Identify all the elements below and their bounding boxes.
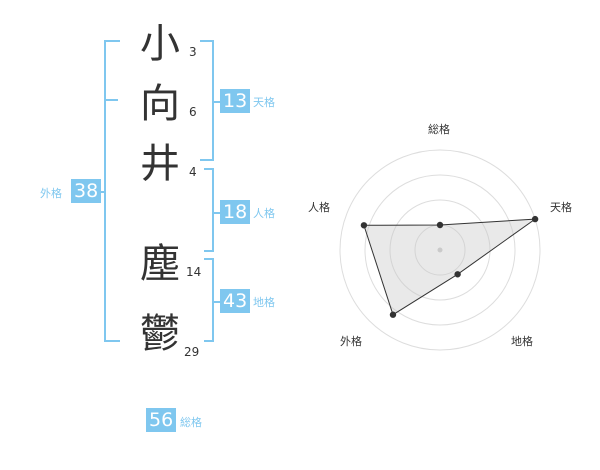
bracket-divider bbox=[214, 101, 220, 103]
gaikaku-badge: 38 bbox=[71, 179, 102, 203]
soukaku-label: 総格 bbox=[180, 416, 202, 429]
bracket-divider bbox=[214, 212, 220, 214]
radar-ring bbox=[364, 174, 516, 326]
chikaku-badge: 43 bbox=[220, 289, 251, 313]
radar-axis-label-soukaku: 総格 bbox=[428, 123, 450, 136]
radar-point-2 bbox=[454, 271, 461, 278]
stroke-count-4: 14 bbox=[186, 265, 202, 279]
stroke-count-2: 6 bbox=[189, 105, 197, 119]
radar-point-1 bbox=[531, 215, 539, 223]
bracket-divider bbox=[214, 301, 220, 303]
gaikaku-bracket bbox=[104, 40, 120, 342]
name-char-3: 井 bbox=[140, 141, 180, 187]
radar-points bbox=[360, 215, 539, 318]
jinkaku-bracket bbox=[204, 168, 214, 252]
radar-axis-label-chikaku: 地格 bbox=[511, 335, 533, 348]
radar-axis-label-jinkaku: 人格 bbox=[308, 201, 330, 214]
stroke-count-5: 29 bbox=[184, 345, 200, 359]
radar-axis-label-tenkaku: 天格 bbox=[550, 201, 572, 214]
radar-point-0 bbox=[436, 221, 444, 229]
tenkaku-label: 天格 bbox=[253, 96, 275, 109]
name-char-4: 塵 bbox=[140, 241, 180, 287]
bracket-divider bbox=[104, 99, 118, 101]
tenkaku-bracket bbox=[200, 40, 214, 161]
radar-ring bbox=[339, 149, 541, 351]
radar-center-dot bbox=[437, 247, 443, 253]
jinkaku-badge: 18 bbox=[220, 200, 251, 224]
stroke-count-3: 4 bbox=[189, 165, 197, 179]
name-char-2: 向 bbox=[140, 81, 180, 127]
radar-rings bbox=[339, 149, 541, 351]
chikaku-bracket bbox=[204, 258, 214, 342]
radar-ring bbox=[389, 199, 491, 301]
chikaku-label: 地格 bbox=[253, 296, 275, 309]
stroke-count-1: 3 bbox=[189, 45, 197, 59]
radar-point-3 bbox=[389, 311, 397, 318]
soukaku-badge: 56 bbox=[146, 408, 177, 432]
jinkaku-label: 人格 bbox=[253, 207, 275, 220]
radar-axis-label-gaikaku: 外格 bbox=[340, 335, 362, 348]
radar-point-4 bbox=[360, 222, 368, 229]
name-char-1: 小 bbox=[140, 21, 180, 67]
name-char-5: 鬱 bbox=[140, 311, 180, 357]
radar-polygon bbox=[363, 218, 537, 316]
tenkaku-badge: 13 bbox=[220, 89, 251, 113]
gaikaku-label: 外格 bbox=[40, 187, 62, 200]
